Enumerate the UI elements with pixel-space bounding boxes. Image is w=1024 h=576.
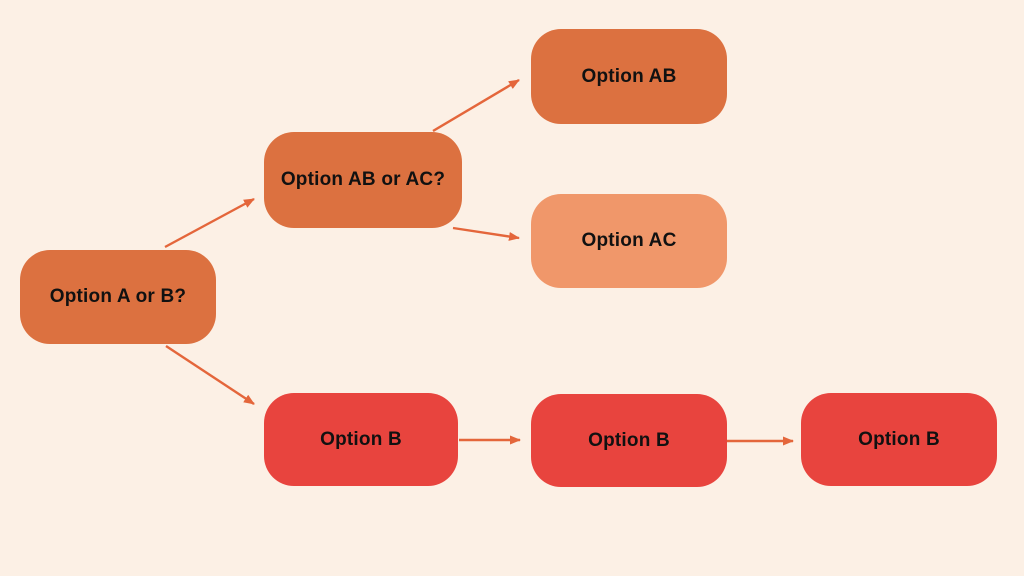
node-option-b-2: Option B <box>531 394 727 487</box>
node-label: Option B <box>320 428 402 450</box>
edge-ab-or-ac-to-option-ab <box>432 78 520 133</box>
edge-root-to-ab-or-ac <box>164 197 255 249</box>
node-option-a-or-b: Option A or B? <box>20 250 216 344</box>
edge-root-to-option-b-1 <box>165 344 255 406</box>
node-label: Option AB or AC? <box>280 169 446 190</box>
node-label: Option B <box>858 428 940 450</box>
node-option-ac: Option AC <box>531 194 727 288</box>
node-label: Option AB <box>581 65 677 87</box>
node-option-b-1: Option B <box>264 393 458 486</box>
node-label: Option B <box>588 429 670 451</box>
edge-ab-or-ac-to-option-ac <box>452 226 520 241</box>
node-label: Option A or B? <box>49 286 187 307</box>
node-option-ab-or-ac: Option AB or AC? <box>264 132 462 228</box>
node-label: Option AC <box>581 230 677 251</box>
node-option-ab: Option AB <box>531 29 727 124</box>
node-option-b-3: Option B <box>801 393 997 486</box>
